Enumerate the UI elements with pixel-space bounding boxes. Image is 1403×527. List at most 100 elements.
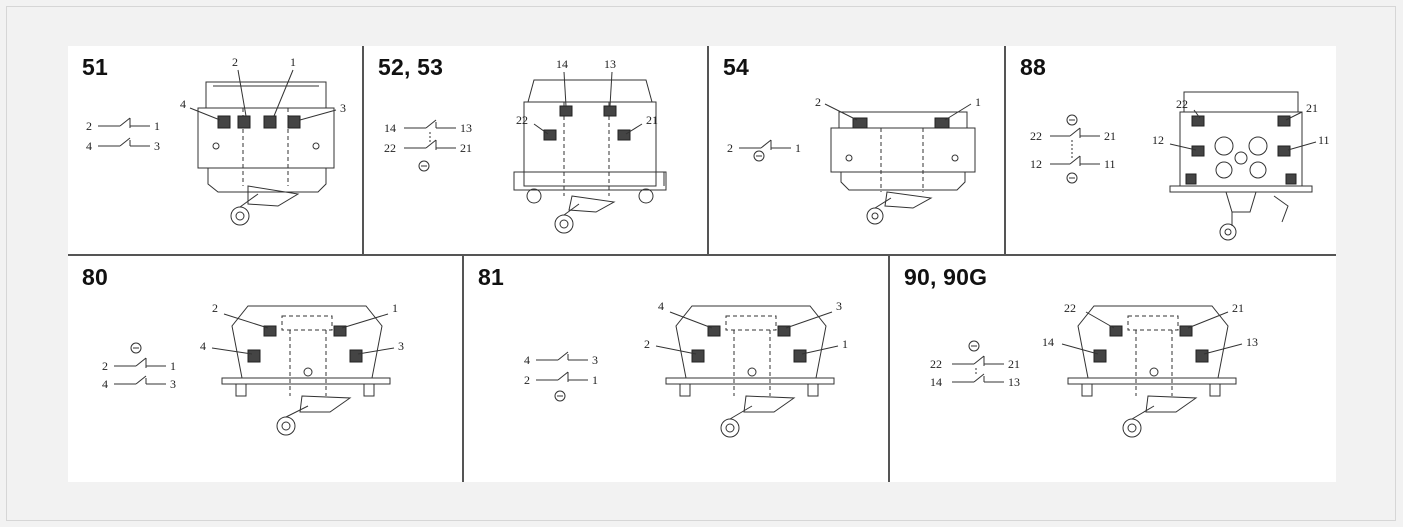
cell-51-drawing: 2 1 4 3 (86, 55, 346, 226)
cell-code: 51 (82, 54, 108, 80)
cell-80-drawing: 2 1 4 3 (102, 301, 404, 436)
contact-schematic (98, 117, 150, 147)
callout-label: 2 (232, 55, 238, 69)
grid-divider (68, 254, 1336, 256)
cell-90-90g: 90, 90G 22 21 14 13 (890, 256, 1336, 482)
terminal-label: 1 (795, 141, 801, 155)
switch-body-drawing (1067, 305, 1237, 438)
terminal-label: 1 (154, 119, 160, 133)
terminal-screws (543, 105, 631, 141)
terminal-label: 2 (86, 119, 92, 133)
grid-divider (462, 256, 464, 482)
callout-label: 1 (392, 301, 398, 315)
callout-label: 22 (1176, 97, 1188, 111)
callout-label: 11 (1318, 133, 1330, 147)
terminal-label: 21 (1008, 357, 1020, 371)
grid-divider (1004, 46, 1006, 254)
cell-54-drawing: 2 1 2 1 (727, 95, 981, 225)
callout-label: 14 (1042, 335, 1054, 349)
cell-code: 81 (478, 264, 504, 290)
switch-body-drawing (513, 79, 667, 234)
terminal-label: 22 (384, 141, 396, 155)
terminal-screws (217, 115, 301, 129)
grid-divider (707, 46, 709, 254)
callout-label: 22 (1064, 301, 1076, 315)
grid-divider (888, 256, 890, 482)
callout-label: 3 (836, 299, 842, 313)
callout-label: 3 (398, 339, 404, 353)
cell-code: 88 (1020, 54, 1046, 80)
callout-label: 1 (290, 55, 296, 69)
terminal-screws (1093, 325, 1209, 363)
callout-label: 13 (1246, 335, 1258, 349)
terminal-screws (691, 325, 807, 363)
terminal-label: 4 (102, 377, 108, 391)
switch-body-drawing (1169, 91, 1313, 241)
terminal-label: 1 (170, 359, 176, 373)
terminal-label: 14 (384, 121, 396, 135)
cell-code: 52, 53 (378, 54, 444, 80)
cell-52-53: 52, 53 14 13 22 21 (364, 46, 707, 254)
cell-51: 51 2 1 4 3 (68, 46, 362, 254)
wiring-diagram-sheet: 51 2 1 4 3 (68, 46, 1336, 482)
terminal-label: 22 (930, 357, 942, 371)
contact-schematic (114, 342, 166, 385)
terminal-label: 3 (592, 353, 598, 367)
terminal-label: 2 (524, 373, 530, 387)
terminal-label: 21 (460, 141, 472, 155)
callout-label: 14 (556, 57, 568, 71)
cell-code: 90, 90G (904, 264, 988, 290)
callout-label: 2 (644, 337, 650, 351)
switch-body-drawing (221, 305, 391, 436)
switch-body-drawing (830, 111, 976, 225)
switch-body-drawing (197, 81, 335, 226)
cell-code: 54 (723, 54, 749, 80)
contact-schematic (1050, 114, 1100, 184)
terminal-label: 2 (102, 359, 108, 373)
callout-label: 12 (1152, 133, 1164, 147)
callout-label: 13 (604, 57, 616, 71)
switch-body-drawing (665, 305, 835, 438)
callout-label: 1 (975, 95, 981, 109)
cell-code: 80 (82, 264, 108, 290)
terminal-label: 3 (170, 377, 176, 391)
cell-81-drawing: 4 3 2 1 (524, 299, 848, 438)
callout-label: 22 (516, 113, 528, 127)
callout-label: 4 (658, 299, 664, 313)
contact-schematic (536, 351, 588, 402)
cell-88: 88 22 21 12 11 (1006, 46, 1336, 254)
cell-52-53-drawing: 14 13 22 21 (384, 57, 667, 234)
cell-90-90g-drawing: 22 21 14 13 (930, 301, 1258, 438)
cell-54: 54 2 1 (709, 46, 1004, 254)
callout-label: 21 (1306, 101, 1318, 115)
cell-81: 81 4 3 2 1 (464, 256, 888, 482)
terminal-label: 3 (154, 139, 160, 153)
terminal-label: 21 (1104, 129, 1116, 143)
terminal-label: 4 (86, 139, 92, 153)
callout-label: 2 (212, 301, 218, 315)
terminal-label: 11 (1104, 157, 1116, 171)
callout-label: 3 (340, 101, 346, 115)
callout-label: 21 (646, 113, 658, 127)
grid-divider (362, 46, 364, 254)
terminal-label: 13 (1008, 375, 1020, 389)
terminal-label: 22 (1030, 129, 1042, 143)
callout-label: 2 (815, 95, 821, 109)
terminal-screws (1185, 115, 1297, 185)
contact-schematic (952, 340, 1004, 383)
terminal-label: 14 (930, 375, 942, 389)
terminal-label: 4 (524, 353, 530, 367)
terminal-label: 13 (460, 121, 472, 135)
terminal-screws (852, 117, 950, 129)
callout-label: 4 (180, 97, 186, 111)
terminal-screws (247, 325, 363, 363)
contact-schematic (404, 119, 456, 172)
terminal-label: 1 (592, 373, 598, 387)
callout-label: 1 (842, 337, 848, 351)
cell-88-drawing: 22 21 12 11 (1030, 91, 1330, 241)
callout-label: 4 (200, 339, 206, 353)
terminal-label: 2 (727, 141, 733, 155)
callout-label: 21 (1232, 301, 1244, 315)
cell-80: 80 2 1 4 3 (68, 256, 462, 482)
contact-schematic (739, 139, 791, 162)
